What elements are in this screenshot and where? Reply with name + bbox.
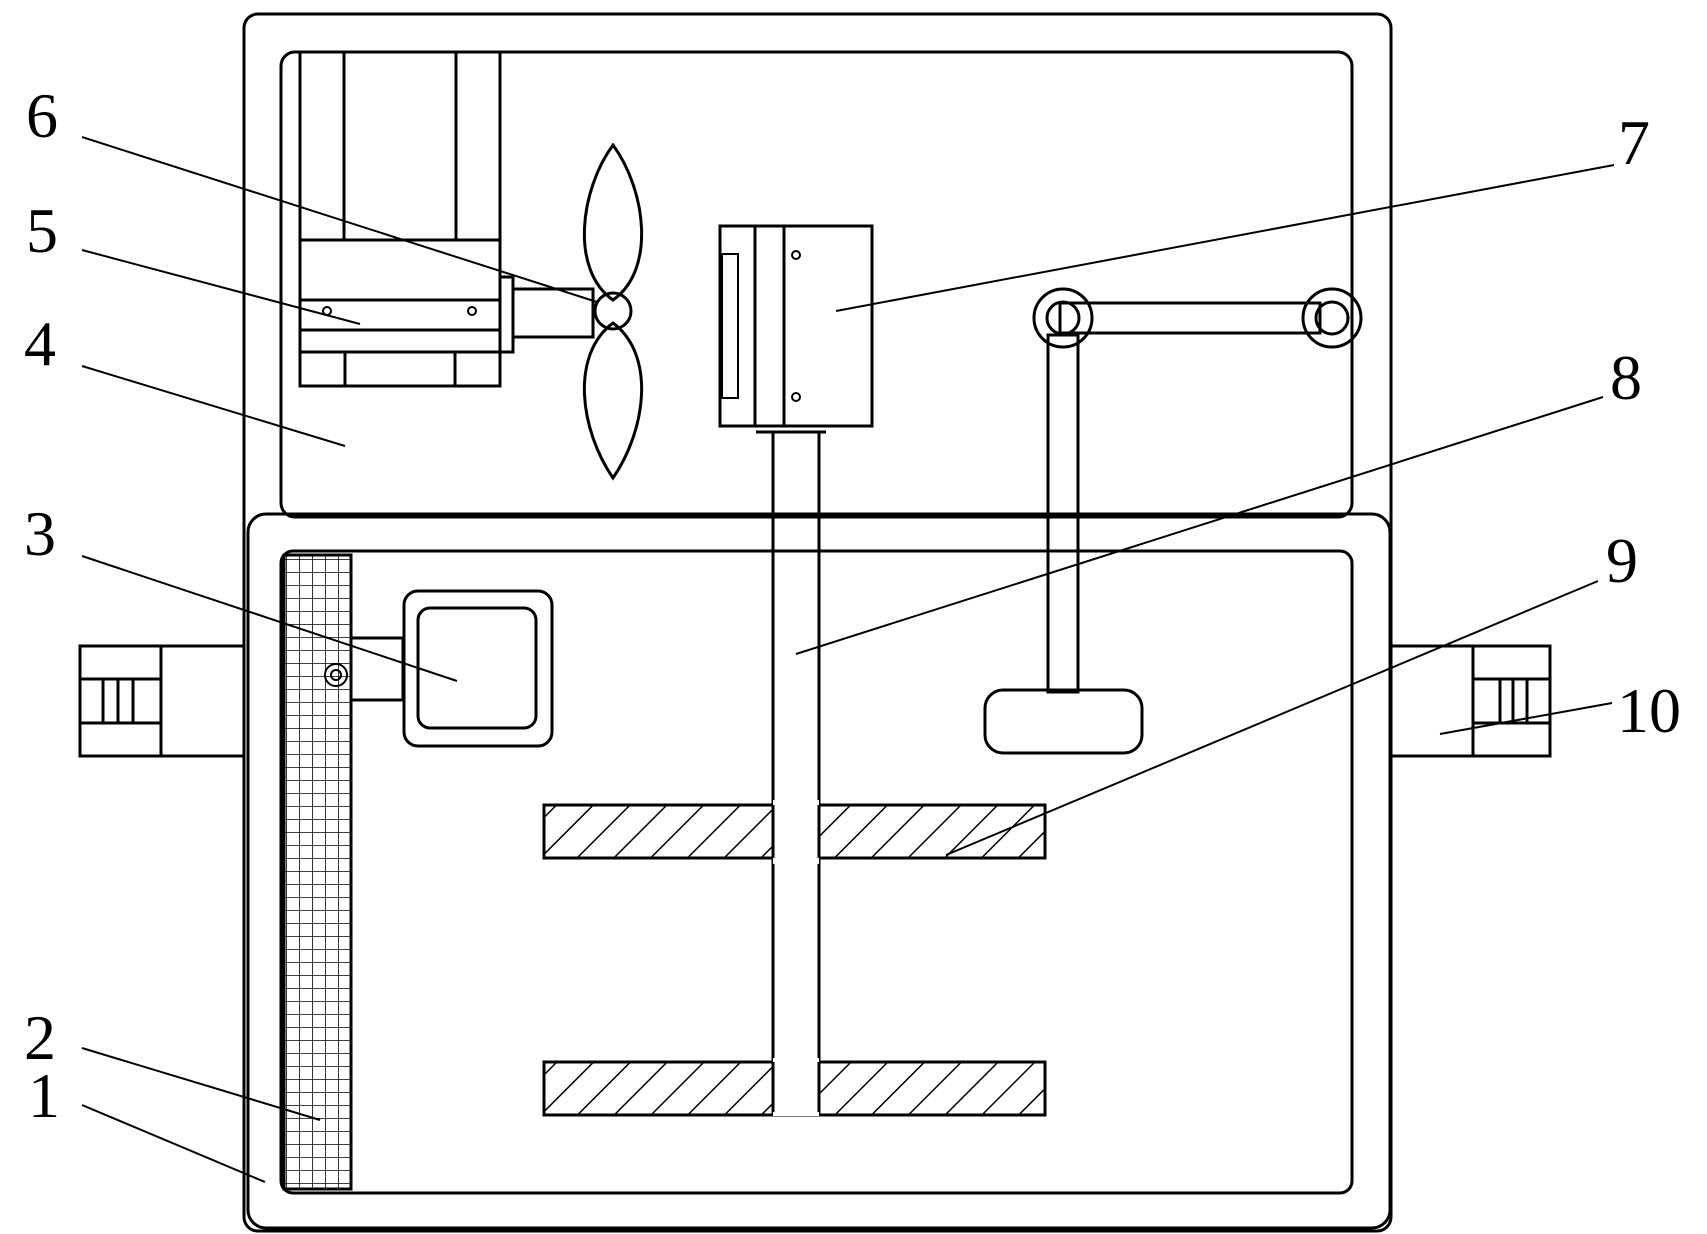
- label-4: 4: [24, 308, 56, 379]
- square-box: [324, 589, 554, 748]
- label-1: 1: [28, 1060, 60, 1131]
- label-3: 3: [24, 498, 56, 569]
- linkage-arm: [983, 287, 1363, 755]
- label-10: 10: [1617, 675, 1681, 746]
- motor-block: [718, 224, 874, 434]
- stirring-blade-lower: [542, 1058, 1047, 1117]
- motor-unit: [298, 50, 595, 388]
- label-5: 5: [26, 195, 58, 266]
- stirring-shaft: [771, 430, 821, 1116]
- label-2: 2: [24, 1002, 56, 1073]
- stirring-blade-upper: [542, 800, 1047, 864]
- label-9: 9: [1606, 525, 1638, 596]
- filter-screen: [282, 553, 353, 1191]
- side-mount-left: [78, 644, 246, 758]
- fan: [583, 142, 643, 481]
- housing: [242, 12, 1393, 1233]
- leader-lines: [81, 136, 1615, 1183]
- label-8: 8: [1610, 342, 1642, 413]
- label-7: 7: [1618, 107, 1650, 178]
- side-mount-right: [1389, 644, 1552, 758]
- label-6: 6: [26, 80, 58, 151]
